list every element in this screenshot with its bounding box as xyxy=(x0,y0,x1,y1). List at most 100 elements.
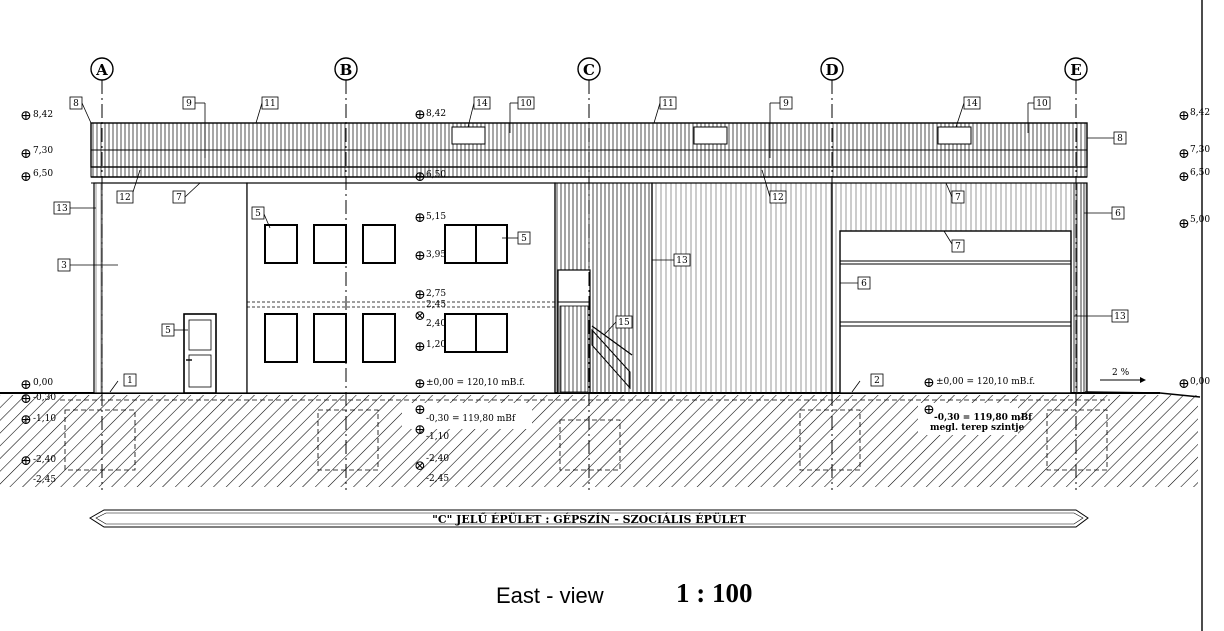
svg-text:⊕: ⊕ xyxy=(1178,146,1190,162)
tag-13: 13 xyxy=(652,253,691,267)
level-marker: 2,45 xyxy=(426,300,446,310)
svg-text:6,50: 6,50 xyxy=(1190,168,1210,178)
tag-7: 7 xyxy=(172,182,201,204)
tag-11: 11 xyxy=(255,96,279,124)
svg-text:⊕: ⊕ xyxy=(923,402,935,418)
level-marker: ⊕-2,40 xyxy=(20,453,56,469)
level-marker: -2,45 xyxy=(33,475,56,485)
svg-text:8,42: 8,42 xyxy=(33,110,53,120)
svg-text:15: 15 xyxy=(618,318,630,328)
svg-text:C: C xyxy=(583,61,595,79)
title-banner: "C" JELŰ ÉPÜLET : GÉPSZÍN - SZOCIÁLIS ÉP… xyxy=(89,509,1089,528)
svg-text:B: B xyxy=(340,61,353,79)
axis-marker-c: C xyxy=(577,57,601,81)
view-label: East - view xyxy=(496,583,604,608)
svg-text:⊕: ⊕ xyxy=(414,339,426,355)
tag-15: 15 xyxy=(603,315,633,336)
level-marker: ⊕8,42 xyxy=(1178,108,1210,124)
svg-text:7: 7 xyxy=(176,193,182,203)
svg-text:3: 3 xyxy=(61,261,67,271)
svg-text:6: 6 xyxy=(1115,209,1121,219)
svg-text:5,00: 5,00 xyxy=(1190,215,1210,225)
staircase xyxy=(557,269,633,394)
svg-text:5: 5 xyxy=(165,326,171,336)
garage-door xyxy=(839,230,1072,394)
svg-text:⊗: ⊗ xyxy=(414,458,426,474)
svg-text:⊕: ⊕ xyxy=(1178,169,1190,185)
svg-text:⊕: ⊕ xyxy=(414,422,426,438)
tag-7: 7 xyxy=(943,230,965,253)
level-markers: ⊕8,42 ⊕7,30 ⊕6,50 ⊕0,00 ⊕-0,30 ⊕-1,10 ⊕-… xyxy=(20,107,1210,485)
svg-text:8,42: 8,42 xyxy=(426,109,446,119)
scale-label: 1 : 100 xyxy=(676,578,753,608)
svg-text:7: 7 xyxy=(955,242,961,252)
svg-text:⊕: ⊕ xyxy=(1178,216,1190,232)
tag-6: 6 xyxy=(840,276,871,290)
svg-text:⊕: ⊕ xyxy=(20,169,32,185)
svg-text:2 %: 2 % xyxy=(1112,368,1130,378)
tag-12: 12 xyxy=(116,169,141,204)
tag-6: 6 xyxy=(1084,206,1125,220)
svg-text:-2,40: -2,40 xyxy=(33,455,56,465)
svg-text:3,95: 3,95 xyxy=(426,250,446,260)
svg-text:8,42: 8,42 xyxy=(1190,108,1210,118)
roof-vent xyxy=(693,126,728,145)
level-marker: ⊕-1,10 xyxy=(414,422,449,442)
tag-5: 5 xyxy=(251,206,271,229)
slope-indicator: 2 % xyxy=(1100,368,1146,383)
tag-13: 13 xyxy=(53,201,96,215)
svg-text:⊕: ⊕ xyxy=(1178,108,1190,124)
level-marker: ⊕6,50 xyxy=(1178,168,1210,185)
drawing-title: "C" JELŰ ÉPÜLET : GÉPSZÍN - SZOCIÁLIS ÉP… xyxy=(432,512,747,526)
tag-9: 9 xyxy=(769,96,793,158)
tag-2: 2 xyxy=(851,373,884,393)
svg-text:⊕: ⊕ xyxy=(20,453,32,469)
foundations xyxy=(60,399,1110,471)
level-marker: ⊕7,30 xyxy=(20,146,53,162)
tag-11: 11 xyxy=(653,96,677,124)
svg-text:±0,00 = 120,10 mB.f.: ±0,00 = 120,10 mB.f. xyxy=(426,378,525,388)
level-marker: ⊕-0,30 = 119,80 mBf xyxy=(414,402,516,424)
svg-text:⊕: ⊕ xyxy=(20,412,32,428)
svg-text:⊕: ⊕ xyxy=(414,376,426,392)
level-marker: ⊕6,50 xyxy=(414,169,446,185)
level-marker: ⊗-2,40-2,45 xyxy=(414,454,449,484)
svg-text:12: 12 xyxy=(119,193,130,203)
svg-text:1: 1 xyxy=(127,376,133,386)
level-marker: ⊕3,95 xyxy=(414,248,446,264)
svg-text:6,50: 6,50 xyxy=(426,170,446,180)
tag-7: 7 xyxy=(945,182,965,204)
svg-text:-0,30 = 119,80 mBf: -0,30 = 119,80 mBf xyxy=(934,413,1033,423)
svg-text:9: 9 xyxy=(186,99,192,109)
level-marker: ⊕8,42 xyxy=(20,108,53,124)
tag-12: 12 xyxy=(761,169,787,204)
svg-text:megl. terep szintje: megl. terep szintje xyxy=(930,423,1025,433)
level-marker: ⊕±0,00 = 120,10 mB.f. xyxy=(414,376,525,392)
level-marker: ⊕6,50 xyxy=(20,169,53,185)
svg-text:0,00: 0,00 xyxy=(33,378,53,388)
svg-text:E: E xyxy=(1070,61,1081,79)
svg-text:⊕: ⊕ xyxy=(414,402,426,418)
svg-text:5: 5 xyxy=(521,234,527,244)
svg-text:10: 10 xyxy=(1036,99,1048,109)
svg-text:7,30: 7,30 xyxy=(33,146,53,156)
tag-5: 5 xyxy=(161,323,188,337)
svg-text:-1,10: -1,10 xyxy=(426,432,449,442)
tag-13: 13 xyxy=(1074,309,1129,323)
svg-text:10: 10 xyxy=(520,99,532,109)
svg-text:5: 5 xyxy=(255,209,261,219)
level-marker: ⊗2,40 xyxy=(414,308,446,329)
svg-text:13: 13 xyxy=(56,204,68,214)
svg-text:2,40: 2,40 xyxy=(426,319,446,329)
svg-text:0,00: 0,00 xyxy=(1190,377,1210,387)
roof-vent xyxy=(937,126,972,145)
svg-text:⊕: ⊕ xyxy=(414,169,426,185)
svg-text:7,30: 7,30 xyxy=(1190,145,1210,155)
axis-marker-d: D xyxy=(820,57,844,81)
axis-markers: A B C D E xyxy=(90,57,1088,81)
svg-text:-0,30 = 119,80 mBf: -0,30 = 119,80 mBf xyxy=(426,414,516,424)
level-marker: ⊕-0,30 xyxy=(20,391,56,407)
svg-text:11: 11 xyxy=(662,99,673,109)
svg-text:A: A xyxy=(95,61,108,79)
